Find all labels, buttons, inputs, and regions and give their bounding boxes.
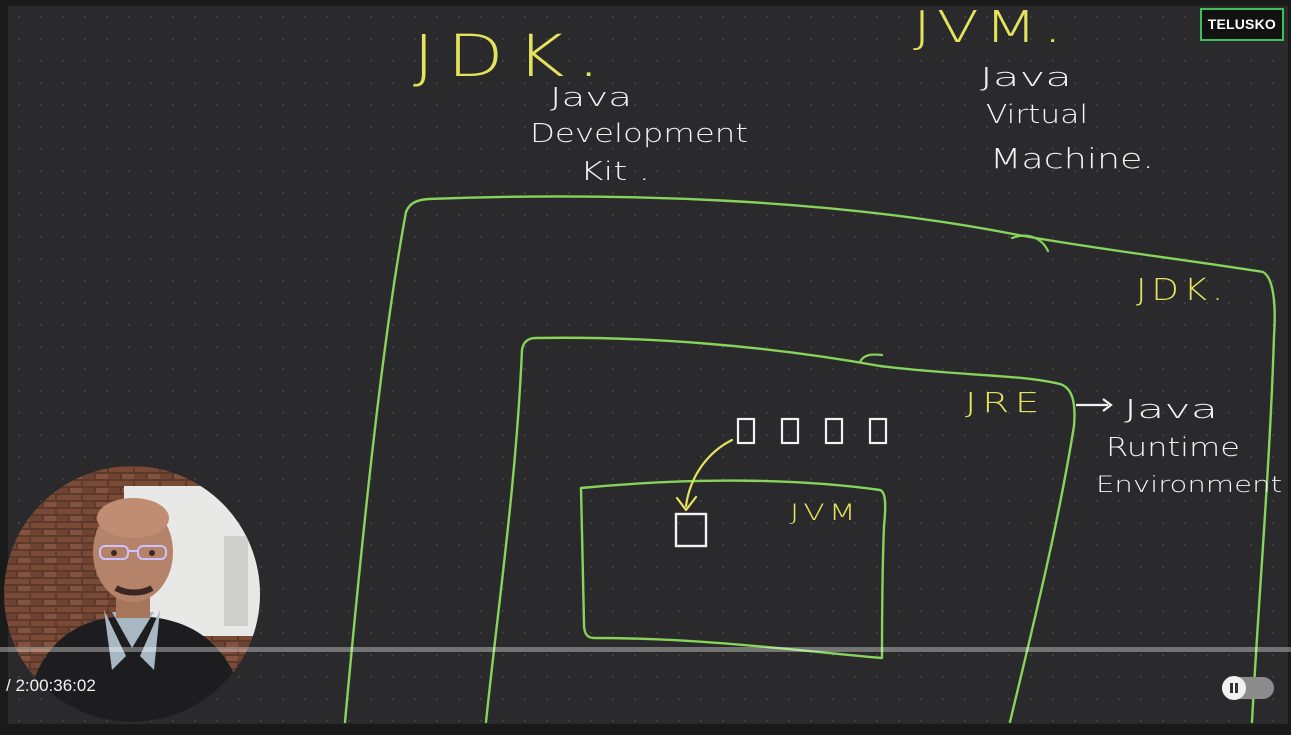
load-arrow-head (675, 495, 698, 512)
jre-outline (484, 336, 1076, 724)
jvm-outline (579, 479, 887, 660)
jre-outline-stroke (858, 353, 884, 364)
jre-expansion-line-3: Environment (1096, 473, 1282, 498)
telusko-logo: TELUSKO (1199, 8, 1284, 41)
video-progress-bar[interactable] (0, 647, 1291, 652)
jdk-outline (343, 195, 1276, 724)
video-time-display: / 2:00:36:02 (6, 676, 96, 695)
class-file-squares (736, 417, 888, 445)
jdk-outline-stroke (1010, 234, 1050, 253)
jvm-expansion-line-3: Machine. (990, 142, 1154, 175)
jdk-expansion-line-3: Kit . (580, 157, 650, 187)
whiteboard-canvas: JDK. JVM. JDK. JRE JVM Java Development … (8, 6, 1288, 724)
whiteboard-drawing: JDK. JVM. JDK. JRE JVM Java Development … (343, 6, 1282, 724)
bytecode-square-1 (736, 417, 756, 445)
jdk-expansion-line-1: Java (550, 83, 632, 113)
jdk-box-label: JDK. (1136, 273, 1228, 308)
jre-expansion-line-2: Runtime (1106, 433, 1240, 463)
load-arrow (684, 438, 734, 508)
presenter-image (4, 466, 260, 722)
jvm-box-label: JVM (790, 501, 860, 526)
jre-box-label: JRE (965, 386, 1045, 419)
jre-expansion-line-1: Java (1124, 395, 1218, 425)
autoplay-toggle[interactable] (1222, 676, 1274, 700)
heading-jvm: JVM. (913, 6, 1068, 53)
bytecode-square-3 (824, 417, 844, 445)
jdk-expansion-line-2: Development (530, 119, 748, 149)
jre-pointer-head (1102, 398, 1113, 412)
pause-icon (1222, 676, 1246, 700)
heading-jdk: JDK. (413, 22, 613, 90)
bytecode-square-4 (868, 417, 888, 445)
jvm-expansion-line-2: Virtual (986, 100, 1088, 130)
presenter-webcam (4, 466, 260, 722)
loaded-class-square (674, 512, 708, 548)
jvm-expansion-line-1: Java (980, 63, 1072, 93)
bytecode-square-2 (780, 417, 800, 445)
